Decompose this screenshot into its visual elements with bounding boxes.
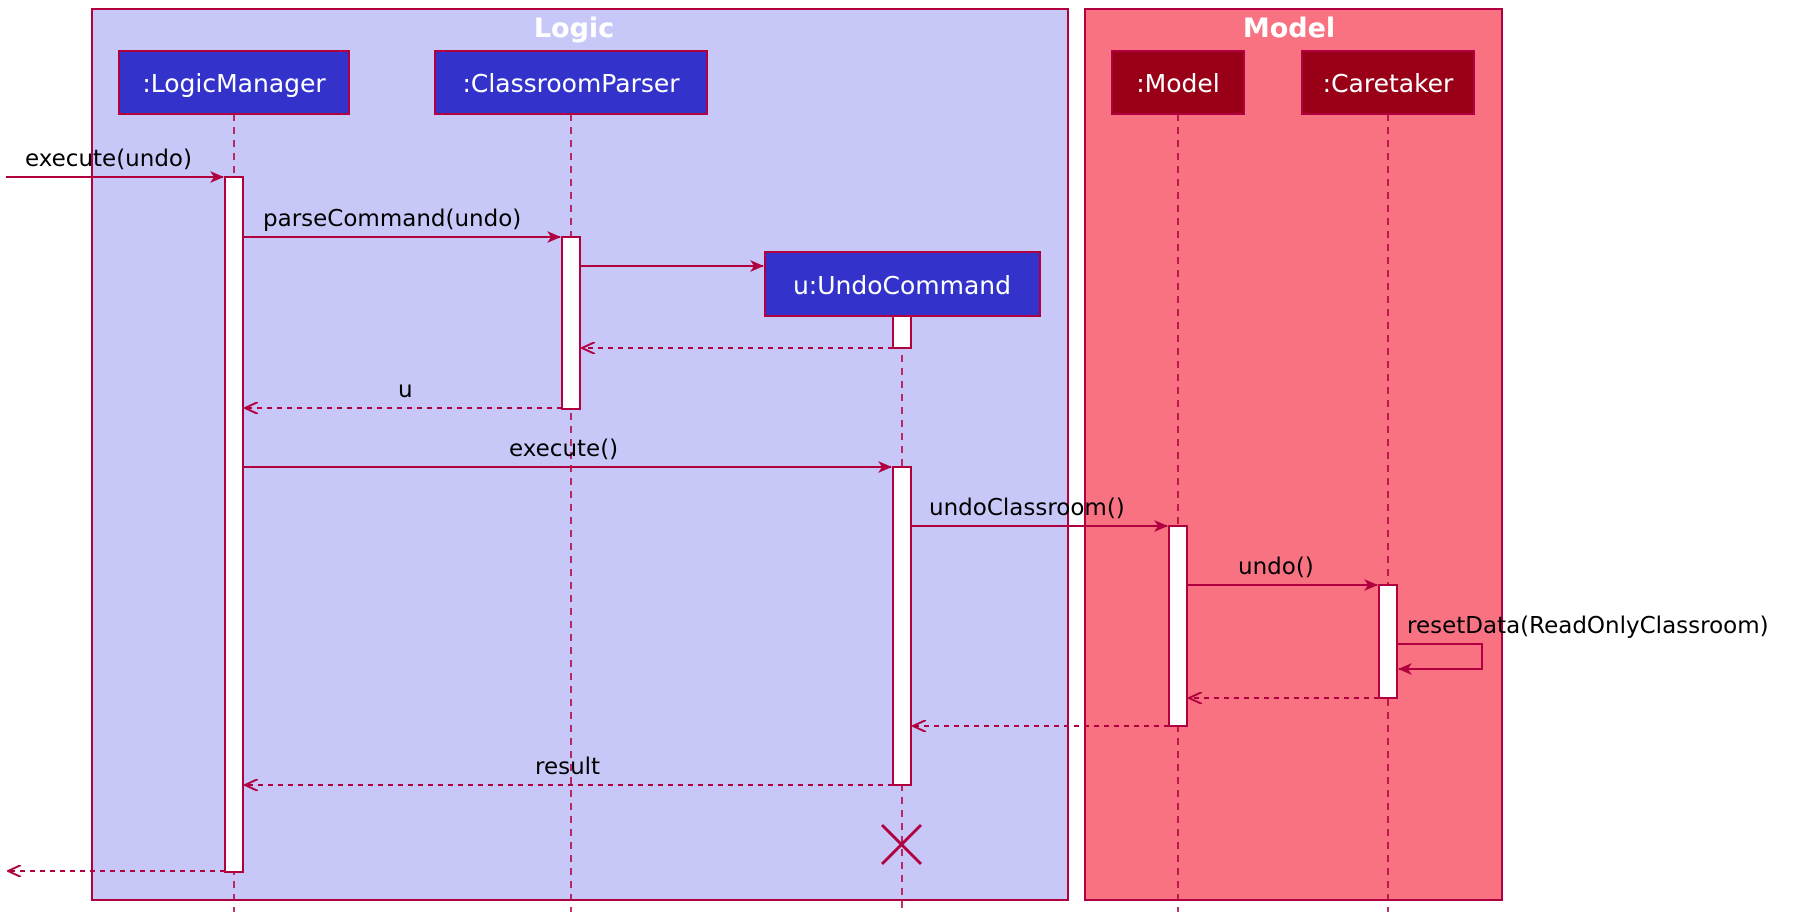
activation-undo-command-execute: [892, 466, 912, 786]
activation-caretaker: [1378, 584, 1398, 699]
participant-logic-manager-box: [118, 50, 350, 115]
model-group-title: Model: [1243, 13, 1335, 44]
participant-model-box: [1111, 50, 1245, 115]
participant-undo-command: u:UndoCommand: [793, 271, 1011, 300]
participant-logic-manager: :LogicManager: [142, 69, 326, 98]
logic-group-title: Logic: [534, 13, 614, 44]
participant-caretaker-box: [1301, 50, 1475, 115]
activation-model: [1168, 525, 1188, 727]
participant-caretaker: :Caretaker: [1323, 69, 1454, 98]
activation-classroom-parser: [561, 236, 581, 410]
message-execute-label: execute(): [509, 436, 618, 462]
message-undo-classroom-label: undoClassroom(): [929, 495, 1125, 521]
participant-model: :Model: [1136, 69, 1219, 98]
activation-undo-command-create: [892, 315, 912, 349]
message-return-result-label: result: [535, 754, 600, 780]
destroy-x-icon: [880, 823, 923, 866]
message-reset-data-label: resetData(ReadOnlyClassroom): [1407, 613, 1769, 639]
message-undo-label: undo(): [1238, 554, 1314, 580]
message-parse-command-label: parseCommand(undo): [263, 206, 521, 232]
message-return-u-label: u: [398, 377, 413, 403]
activation-logic-manager: [224, 176, 244, 873]
participant-classroom-parser: :ClassroomParser: [462, 69, 680, 98]
participant-classroom-parser-box: [434, 50, 708, 115]
model-group: [1084, 8, 1503, 901]
message-reset-data-arrow: [1397, 643, 1483, 675]
message-execute-undo-label: execute(undo): [25, 146, 192, 172]
